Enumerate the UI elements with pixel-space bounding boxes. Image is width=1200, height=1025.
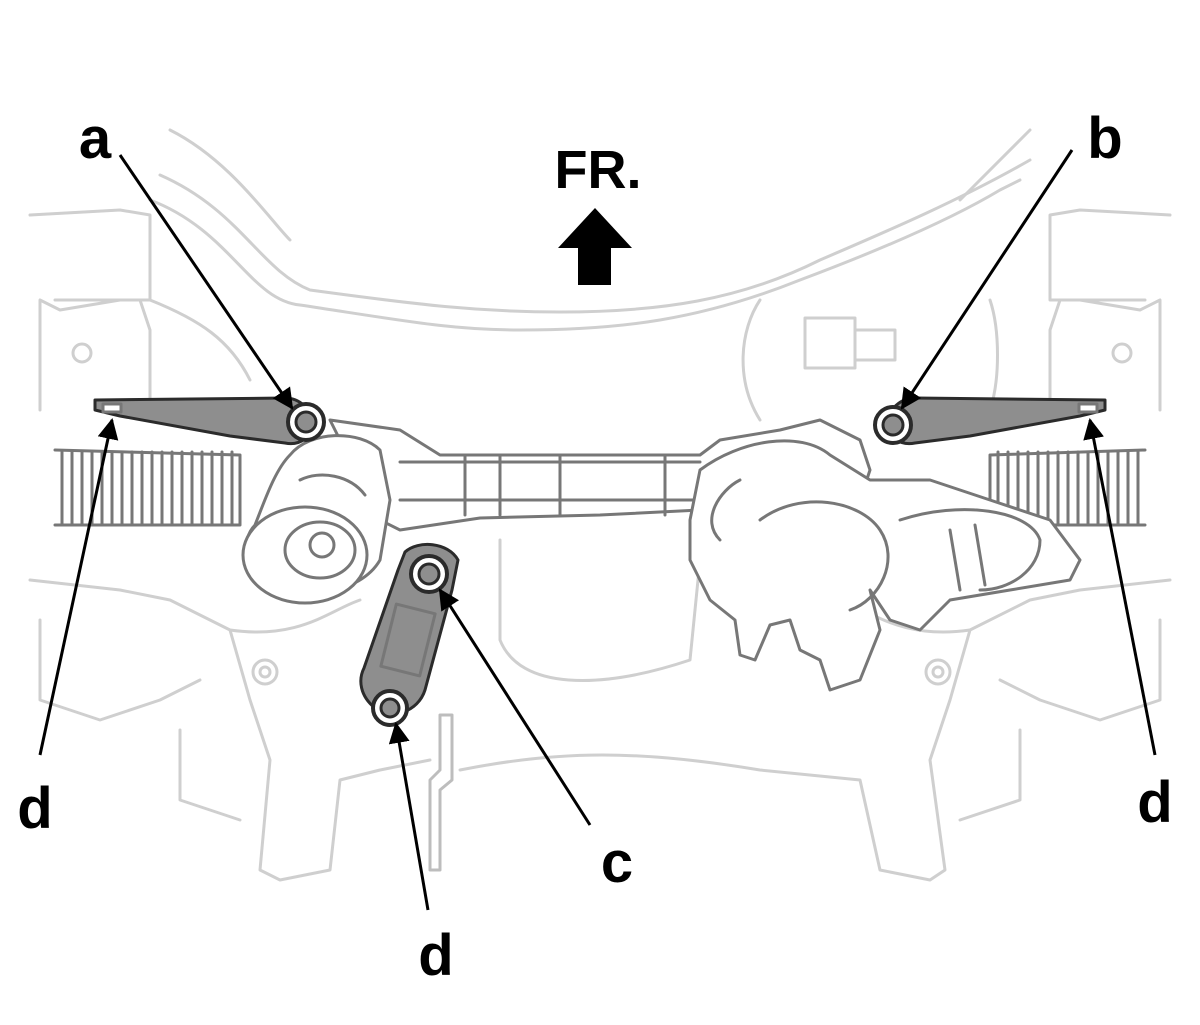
front-direction-indicator: FR. xyxy=(555,140,642,285)
bolt-d-bottom xyxy=(371,689,409,727)
leader-lines xyxy=(38,149,1157,911)
subframe-background xyxy=(28,128,1172,882)
leader-b xyxy=(900,149,1074,410)
bolt-b xyxy=(873,405,913,445)
leader-d-left xyxy=(38,417,119,756)
leader-c xyxy=(438,588,592,826)
bolt-a xyxy=(286,402,326,442)
leader-a xyxy=(118,154,294,410)
callout-c: c xyxy=(601,830,633,895)
right-tie-bracket xyxy=(886,396,1107,446)
callout-d-bottom: d xyxy=(418,923,453,988)
bolt-c xyxy=(409,554,449,594)
callout-d-right: d xyxy=(1137,770,1172,835)
front-direction-label: FR. xyxy=(555,140,642,200)
callout-labels: a b c d d d xyxy=(17,106,1172,988)
leader-d-bottom xyxy=(388,721,430,911)
steering-rack xyxy=(241,418,1082,692)
right-boot xyxy=(988,448,1147,527)
callout-b: b xyxy=(1087,106,1122,171)
up-arrow-icon xyxy=(558,208,632,285)
callout-d-left: d xyxy=(17,776,52,841)
left-boot xyxy=(53,448,242,527)
left-tie-bracket xyxy=(93,396,314,446)
leader-d-right xyxy=(1083,417,1157,756)
callout-a: a xyxy=(79,106,112,171)
